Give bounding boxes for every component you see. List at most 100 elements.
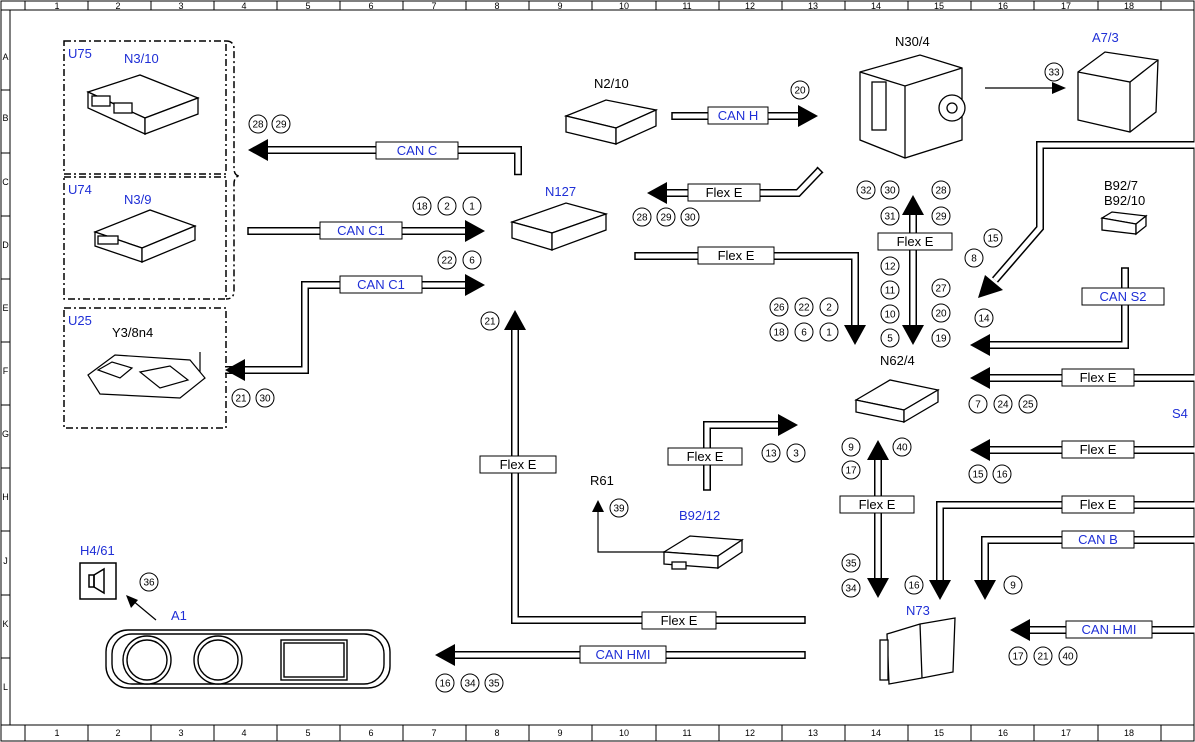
ref-circle: 18 bbox=[412, 196, 432, 216]
ref-circle: 13 bbox=[761, 443, 781, 463]
svg-text:9: 9 bbox=[1010, 581, 1016, 592]
col-label: 5 bbox=[305, 728, 310, 738]
svg-text:32: 32 bbox=[860, 186, 872, 197]
col-label: 18 bbox=[1124, 728, 1134, 738]
label-h4-61: H4/61 bbox=[80, 543, 115, 558]
ref-circle: 19 bbox=[931, 328, 951, 348]
row-label: C bbox=[2, 177, 9, 187]
ref-circle: 34 bbox=[460, 673, 480, 693]
svg-text:11: 11 bbox=[885, 286, 896, 297]
ref-circle: 10 bbox=[880, 304, 900, 324]
svg-text:35: 35 bbox=[488, 679, 500, 690]
ref-circle: 18 bbox=[769, 322, 789, 342]
svg-text:29: 29 bbox=[935, 212, 947, 223]
col-label: 8 bbox=[494, 728, 499, 738]
group-box-u74 bbox=[63, 176, 227, 300]
row-label: E bbox=[2, 303, 8, 313]
svg-text:29: 29 bbox=[275, 120, 287, 131]
bus-label-flex-e-vert-n73: Flex E bbox=[859, 497, 896, 512]
svg-text:1: 1 bbox=[469, 202, 475, 213]
svg-text:25: 25 bbox=[1022, 400, 1034, 411]
col-label: 18 bbox=[1124, 1, 1134, 11]
ref-circle: 26 bbox=[769, 297, 789, 317]
ref-circle: 20 bbox=[790, 80, 810, 100]
ref-circle: 9 bbox=[1003, 575, 1023, 595]
label-b92-7: B92/7 bbox=[1104, 178, 1138, 193]
ref-circle: 5 bbox=[880, 328, 900, 348]
svg-text:2: 2 bbox=[444, 202, 450, 213]
svg-text:24: 24 bbox=[997, 400, 1009, 411]
ref-circle: 29 bbox=[656, 207, 676, 227]
ref-circle: 11 bbox=[880, 280, 900, 300]
svg-text:30: 30 bbox=[884, 186, 896, 197]
col-label: 13 bbox=[808, 1, 818, 11]
ref-circle: 36 bbox=[139, 572, 159, 592]
svg-text:13: 13 bbox=[765, 449, 777, 460]
group-label-u74: U74 bbox=[68, 182, 92, 197]
svg-text:40: 40 bbox=[1062, 652, 1074, 663]
svg-text:34: 34 bbox=[845, 584, 857, 595]
row-labels: A B C D E F G H J K L bbox=[2, 52, 9, 692]
svg-text:31: 31 bbox=[884, 212, 896, 223]
unit-a7-3-icon bbox=[1077, 51, 1159, 133]
svg-text:19: 19 bbox=[935, 334, 947, 345]
label-n3-9: N3/9 bbox=[124, 192, 151, 207]
bus-flex-e-vert-left bbox=[511, 330, 805, 624]
ref-circle: 29 bbox=[931, 206, 951, 226]
svg-text:28: 28 bbox=[636, 213, 648, 224]
arrow-down-n62 bbox=[902, 325, 924, 345]
svg-text:33: 33 bbox=[1048, 68, 1060, 79]
bus-end-caps bbox=[247, 112, 1129, 659]
col-label: 11 bbox=[682, 1, 691, 11]
svg-text:3: 3 bbox=[793, 449, 799, 460]
label-n3-10: N3/10 bbox=[124, 51, 159, 66]
ref-circle: 6 bbox=[462, 250, 482, 270]
bus-label-flex-e-right-f: Flex E bbox=[1080, 370, 1117, 385]
col-label: 2 bbox=[115, 1, 120, 11]
ref-circle: 16 bbox=[904, 575, 924, 595]
svg-text:17: 17 bbox=[845, 466, 857, 477]
col-label: 15 bbox=[934, 728, 944, 738]
bus-label-flex-e-bottom-k: Flex E bbox=[661, 613, 698, 628]
arrow-flex-e-right-f bbox=[970, 367, 990, 389]
bus-label-can-b: CAN B bbox=[1078, 532, 1118, 547]
svg-text:8: 8 bbox=[971, 254, 977, 265]
module-n2-10-icon bbox=[563, 99, 659, 146]
column-labels-bottom: 1 2 3 4 5 6 7 8 9 10 11 12 13 14 15 16 1… bbox=[54, 728, 1134, 738]
ref-circle: 17 bbox=[841, 460, 861, 480]
speaker-h4-61-icon bbox=[79, 562, 117, 600]
label-n2-10: N2/10 bbox=[594, 76, 629, 91]
arrow-diag-flex bbox=[978, 275, 1003, 298]
module-n62-4-icon bbox=[854, 379, 940, 424]
arrow-can-s2 bbox=[970, 334, 990, 356]
svg-text:29: 29 bbox=[660, 213, 672, 224]
column-labels-top: 1 2 3 4 5 6 7 8 9 10 11 12 13 14 15 16 1… bbox=[54, 1, 1134, 11]
svg-text:7: 7 bbox=[975, 400, 981, 411]
col-label: 6 bbox=[368, 1, 373, 11]
cluster-a1-icon bbox=[105, 629, 391, 689]
ref-circle: 32 bbox=[856, 180, 876, 200]
col-label: 8 bbox=[494, 1, 499, 11]
svg-text:15: 15 bbox=[972, 470, 984, 481]
col-label: 3 bbox=[178, 1, 183, 11]
row-label: F bbox=[3, 366, 9, 376]
arrow-flex-e-n2 bbox=[647, 182, 667, 204]
label-n30-4: N30/4 bbox=[895, 34, 930, 49]
col-label: 16 bbox=[998, 728, 1008, 738]
bus-label-flex-e-vert-n62: Flex E bbox=[897, 234, 934, 249]
ref-circle: 25 bbox=[1018, 394, 1038, 414]
arrow-up-n62 bbox=[902, 195, 924, 215]
ref-circle: 22 bbox=[794, 297, 814, 317]
ref-circle: 16 bbox=[992, 464, 1012, 484]
ref-circle: 24 bbox=[993, 394, 1013, 414]
col-label: 4 bbox=[241, 1, 246, 11]
svg-text:18: 18 bbox=[416, 202, 428, 213]
svg-text:1: 1 bbox=[826, 328, 832, 339]
ref-circle: 40 bbox=[892, 437, 912, 457]
ref-circle: 9 bbox=[841, 437, 861, 457]
row-label: G bbox=[2, 429, 9, 439]
label-a7-3: A7/3 bbox=[1092, 30, 1119, 45]
bus-can-s2 bbox=[990, 268, 1129, 349]
col-label: 1 bbox=[54, 1, 59, 11]
ecu-n3-10-icon bbox=[86, 74, 200, 136]
